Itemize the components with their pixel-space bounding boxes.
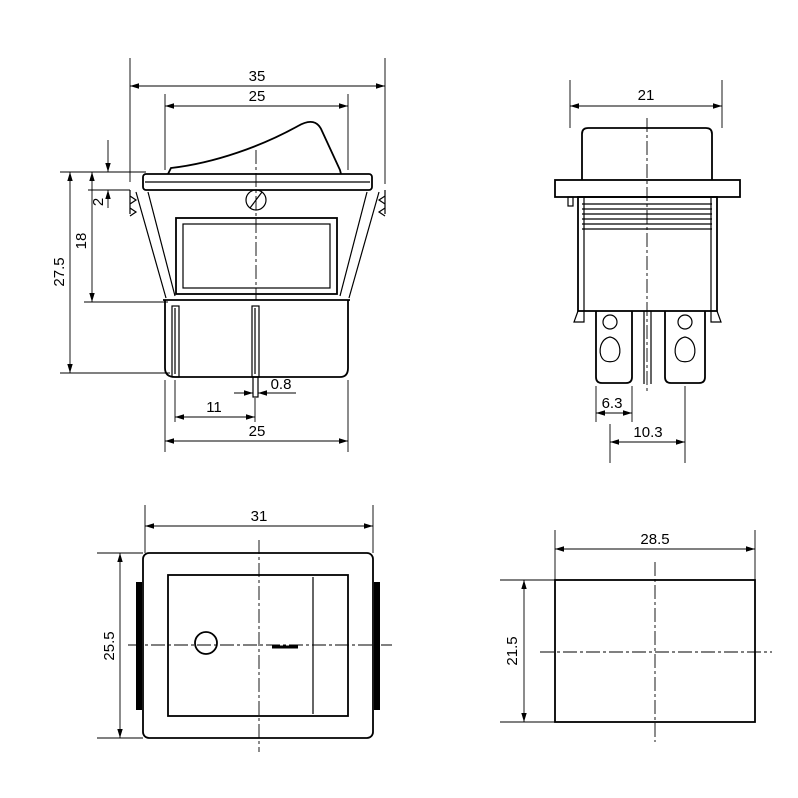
dim-terminal-pitch: 10.3	[633, 424, 662, 441]
dim-terminal-width: 6.3	[602, 395, 623, 412]
window	[175, 217, 338, 295]
front-view: 35 25	[51, 58, 386, 452]
side-view: 21 6.3	[554, 80, 741, 463]
dim-terminal-thickness: 0.8	[271, 376, 292, 393]
dim-top-height: 25.5	[101, 631, 118, 660]
dim-terminal-offset: 11	[206, 399, 222, 416]
dim-inner-width: 25	[249, 88, 266, 105]
dim-cutout-width: 28.5	[640, 531, 669, 548]
side-bar-left	[136, 582, 142, 710]
dim-body-height: 18	[73, 233, 90, 250]
dim-top-width: 31	[251, 508, 268, 525]
top-view: 31 25.5	[97, 505, 392, 752]
bezel-top	[142, 552, 374, 739]
right-clip	[339, 190, 386, 299]
rocker	[167, 120, 342, 175]
body-side	[577, 196, 718, 312]
flange-side	[554, 179, 741, 198]
left-clip	[129, 190, 176, 299]
terminal-side-right	[664, 311, 706, 384]
terminal-left	[171, 305, 180, 378]
off-symbol	[194, 631, 218, 655]
lower-body	[164, 300, 349, 378]
terminal-side-left	[595, 311, 633, 384]
rocker-top	[167, 574, 349, 717]
dim-total-height: 27.5	[51, 257, 68, 286]
cutout-view: 28.5 21.5	[500, 530, 772, 742]
dim-side-width: 21	[638, 87, 655, 104]
dim-base-width: 25	[249, 423, 266, 440]
indicator-circle	[245, 189, 267, 211]
dim-flange-height: 2	[90, 198, 107, 206]
dim-cutout-height: 21.5	[504, 636, 521, 665]
side-bar-right	[374, 582, 380, 710]
dim-overall-width: 35	[249, 68, 266, 85]
